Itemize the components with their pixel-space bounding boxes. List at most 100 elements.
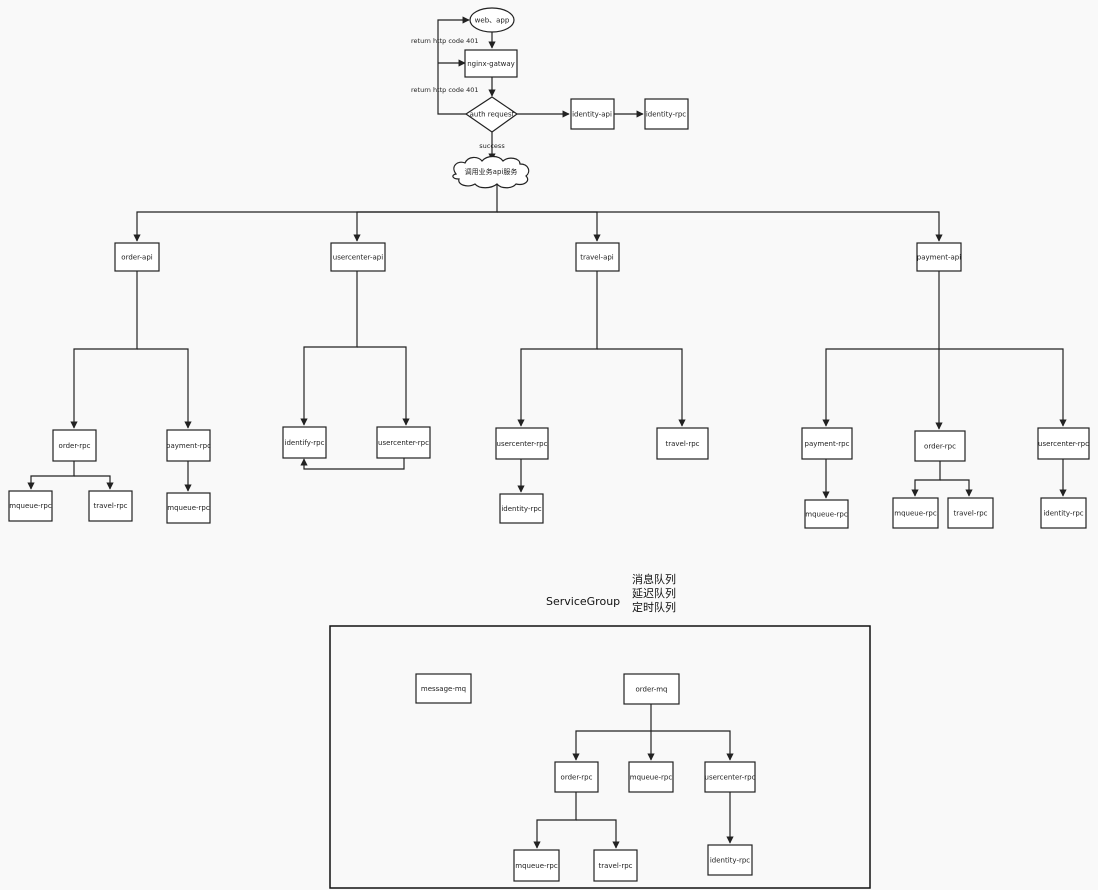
edge-order-api-payment-rpc: [137, 348, 192, 429]
edge-order-rpc-mqueue: [27, 461, 75, 490]
node-order-mq-label: order-mq: [635, 686, 667, 694]
edge-travel-api-uc-rpc: [517, 271, 598, 427]
edge-uc-api-uc-rpc: [357, 346, 410, 426]
edge-to-usercenter-api: [353, 211, 497, 242]
edge-label-success: success: [479, 142, 505, 150]
node-identity-rpc-3-label: identity-rpc: [1043, 510, 1083, 518]
node-travel-rpc-1-label: travel-rpc: [93, 502, 127, 510]
edge-label-401-a: return http code 401: [411, 37, 479, 45]
queue-label-3: 定时队列: [632, 600, 676, 614]
edge-401-to-client: [437, 16, 470, 115]
node-travel-api-label: travel-api: [580, 254, 614, 262]
edge-travel-api-travel-rpc: [597, 348, 686, 427]
queue-label-2: 延迟队列: [632, 586, 676, 600]
node-sg-identity-rpc[interactable]: identity-rpc: [707, 844, 753, 876]
service-group-container: [329, 625, 871, 889]
node-usercenter-rpc-2-label: usercenter-rpc: [497, 440, 548, 448]
node-client[interactable]: web、app: [469, 7, 515, 33]
node-mqueue-rpc-4[interactable]: mqueue-rpc: [892, 497, 939, 529]
service-group-title: ServiceGroup: [546, 595, 620, 608]
node-travel-rpc-2[interactable]: travel-rpc: [656, 427, 709, 460]
edge-to-order-api: [133, 182, 498, 242]
node-dispatch-label: 调用业务api服务: [465, 167, 518, 176]
node-sg-order-rpc-label: order-rpc: [561, 774, 593, 782]
node-identity-rpc-3[interactable]: identity-rpc: [1040, 497, 1087, 529]
edge-ordermq-ucrpc: [651, 730, 734, 761]
node-auth-label: auth request: [470, 111, 515, 119]
node-sg-travel-rpc-label: travel-rpc: [598, 862, 632, 870]
node-identity-rpc-2[interactable]: identity-rpc: [499, 493, 544, 524]
node-gateway[interactable]: nginx-gatway: [464, 49, 518, 78]
node-order-rpc-1[interactable]: order-rpc: [52, 429, 97, 462]
node-usercenter-rpc-3[interactable]: usercenter-rpc: [1037, 427, 1090, 460]
node-mqueue-rpc-2-label: mqueue-rpc: [167, 504, 210, 512]
node-sg-travel-rpc[interactable]: travel-rpc: [593, 849, 638, 882]
node-mqueue-rpc-3-label: mqueue-rpc: [805, 511, 848, 519]
node-travel-rpc-3-label: travel-rpc: [953, 510, 987, 518]
node-sg-mqueue-rpc-2-label: mqueue-rpc: [515, 862, 558, 870]
node-payment-api-label: payment-api: [917, 254, 961, 262]
node-sg-identity-rpc-label: identity-rpc: [710, 857, 750, 865]
node-identify-rpc-label: identify-rpc: [285, 439, 325, 447]
node-sg-order-rpc[interactable]: order-rpc: [554, 761, 599, 793]
node-usercenter-rpc-2[interactable]: usercenter-rpc: [495, 427, 549, 460]
node-mqueue-rpc-2[interactable]: mqueue-rpc: [166, 492, 211, 524]
node-auth[interactable]: auth request: [464, 96, 519, 133]
node-usercenter-api-label: usercenter-api: [333, 254, 383, 262]
node-order-rpc-1-label: order-rpc: [59, 442, 91, 450]
node-usercenter-api[interactable]: usercenter-api: [330, 242, 386, 272]
node-order-rpc-2[interactable]: order-rpc: [914, 430, 966, 462]
node-usercenter-rpc-1-label: usercenter-rpc: [378, 439, 429, 447]
node-identity-api[interactable]: identity-api: [570, 98, 615, 130]
edge-label-401-b: return http code 401: [411, 86, 479, 94]
node-travel-rpc-1[interactable]: travel-rpc: [88, 490, 133, 522]
node-payment-rpc-2[interactable]: payment-rpc: [801, 427, 853, 460]
node-payment-rpc-1-label: payment-rpc: [166, 442, 211, 450]
edge-uc-rpc-identify: [300, 458, 405, 470]
edge-pay-api-uc-rpc: [939, 348, 1067, 427]
queue-label-1: 消息队列: [632, 572, 676, 586]
node-mqueue-rpc-1[interactable]: mqueue-rpc: [8, 490, 53, 522]
sg-edges: [533, 704, 734, 849]
node-order-api[interactable]: order-api: [114, 242, 160, 272]
node-order-mq[interactable]: order-mq: [623, 673, 680, 705]
node-identity-rpc-2-label: identity-rpc: [501, 505, 541, 513]
node-message-mq-label: message-mq: [421, 685, 466, 693]
node-travel-rpc-2-label: travel-rpc: [665, 440, 699, 448]
node-gateway-label: nginx-gatway: [467, 60, 515, 68]
edge-order-api-order-rpc: [70, 271, 138, 429]
node-mqueue-rpc-1-label: mqueue-rpc: [9, 502, 52, 510]
node-payment-rpc-2-label: payment-rpc: [805, 440, 850, 448]
node-identity-rpc-top[interactable]: identity-rpc: [644, 98, 689, 130]
node-sg-mqueue-rpc-label: mqueue-rpc: [630, 774, 673, 782]
node-sg-usercenter-rpc-label: usercenter-rpc: [705, 774, 756, 782]
node-sg-mqueue-rpc-2[interactable]: mqueue-rpc: [513, 849, 560, 882]
node-usercenter-rpc-1[interactable]: usercenter-rpc: [376, 426, 431, 459]
node-message-mq[interactable]: message-mq: [415, 673, 472, 704]
node-order-api-label: order-api: [121, 254, 152, 262]
edge-to-payment-api: [497, 211, 943, 242]
node-travel-rpc-3[interactable]: travel-rpc: [947, 497, 994, 529]
node-identity-rpc-top-label: identity-rpc: [646, 111, 686, 119]
node-identify-rpc[interactable]: identify-rpc: [282, 426, 327, 459]
node-order-rpc-2-label: order-rpc: [924, 443, 956, 451]
edge-order-rpc-mqueue-2: [911, 461, 941, 497]
node-identity-api-label: identity-api: [572, 111, 612, 119]
edge-order-rpc-travel: [74, 475, 114, 490]
node-payment-rpc-1[interactable]: payment-rpc: [166, 429, 211, 462]
node-travel-api[interactable]: travel-api: [575, 242, 620, 272]
edge-orderrpc-mqueue: [533, 792, 577, 849]
node-dispatch-cloud[interactable]: 调用业务api服务: [452, 155, 530, 189]
node-sg-mqueue-rpc[interactable]: mqueue-rpc: [628, 761, 674, 793]
node-payment-api[interactable]: payment-api: [916, 242, 962, 272]
edge-orderrpc-travel: [576, 819, 620, 849]
node-usercenter-rpc-3-label: usercenter-rpc: [1038, 440, 1089, 448]
node-sg-usercenter-rpc[interactable]: usercenter-rpc: [704, 761, 756, 793]
edge-pay-api-pay-rpc: [822, 271, 940, 427]
node-mqueue-rpc-3[interactable]: mqueue-rpc: [804, 499, 849, 529]
node-mqueue-rpc-4-label: mqueue-rpc: [894, 510, 937, 518]
edge-ordermq-orderrpc: [572, 730, 651, 761]
edge-uc-api-identify: [300, 271, 358, 426]
edge-to-travel-api: [497, 211, 601, 242]
